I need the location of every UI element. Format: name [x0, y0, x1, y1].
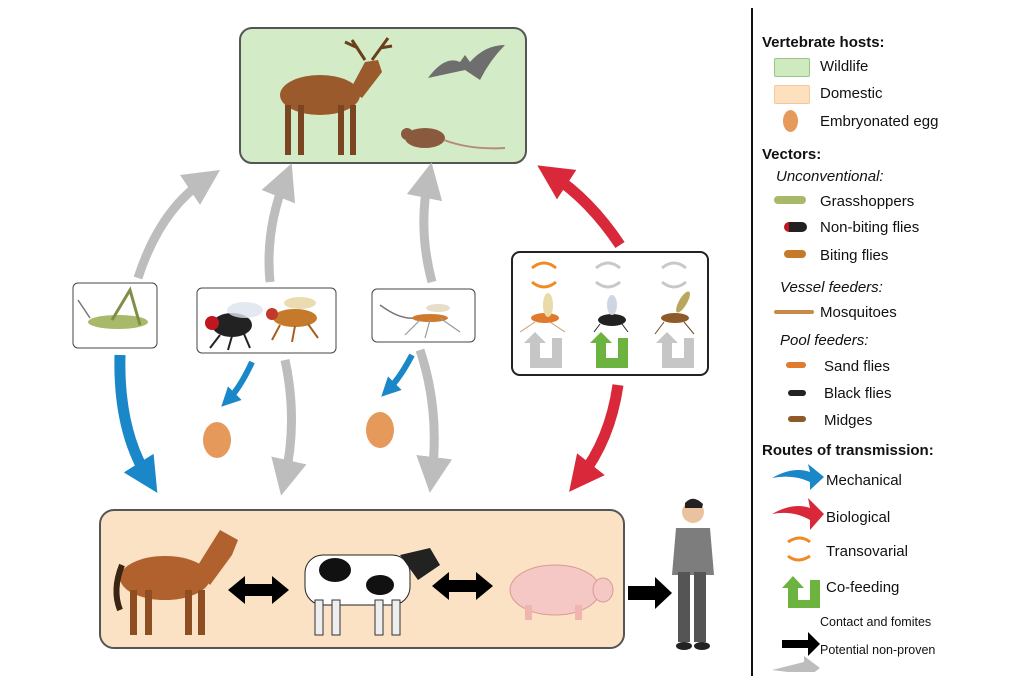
pig-icon [509, 564, 614, 620]
egg-icon [203, 422, 231, 458]
contact-arrow-cow-pig [432, 572, 493, 600]
sand-fly-icon [786, 362, 806, 368]
potential-arrow-icon [772, 656, 820, 672]
legend-heading-routes: Routes of transmission: [762, 442, 934, 459]
grasshopper-box [72, 282, 158, 349]
biting-fly-icon [266, 297, 319, 343]
sand-fly-icon [519, 293, 566, 333]
legend-co-feeding: Co-feeding [826, 579, 900, 596]
biological-arrow-to-domestic [569, 384, 624, 492]
legend-vessel-feeders: Vessel feeders: [780, 279, 883, 296]
mosquito-icon [774, 310, 814, 314]
co-feeding-icon [590, 332, 628, 368]
potential-arrow-grasshopper-to-wildlife [133, 170, 220, 280]
legend-grasshoppers: Grasshoppers [820, 193, 915, 210]
legend-divider [751, 8, 753, 676]
legend-sand-flies: Sand flies [824, 358, 890, 375]
grasshopper-icon [774, 196, 806, 204]
potential-arrow-mosquito-to-wildlife [406, 162, 443, 284]
contact-arrow-to-human [628, 577, 672, 609]
legend-heading-vectors: Vectors: [762, 146, 822, 163]
legend-domestic: Domestic [820, 85, 883, 102]
legend-heading-vertebrate-hosts: Vertebrate hosts: [762, 34, 885, 51]
deer-icon [280, 37, 393, 155]
legend-transovarial: Transovarial [826, 543, 908, 560]
biting-fly-icon [784, 250, 806, 258]
transovarial-icon [531, 261, 557, 289]
black-fly-icon [593, 295, 629, 333]
domestic-hosts-box [99, 509, 625, 649]
domestic-swatch [774, 85, 810, 104]
egg-icon [366, 412, 394, 448]
co-feeding-inactive-icon [656, 332, 694, 368]
non-biting-fly-icon [784, 222, 807, 232]
legend-midges: Midges [824, 412, 873, 429]
transovarial-icon [787, 536, 811, 562]
legend-pool-feeders: Pool feeders: [780, 332, 869, 349]
potential-arrow-flies-to-domestic [271, 359, 307, 496]
legend-biting-flies: Biting flies [820, 247, 889, 264]
legend-route-icons [772, 464, 824, 672]
contact-arrow-icon [782, 632, 820, 656]
legend-non-biting-flies: Non-biting flies [820, 219, 920, 236]
mechanical-arrow-grasshopper-to-domestic [114, 354, 158, 493]
legend-potential-non-proven: Potential non-proven [820, 643, 936, 657]
transovarial-inactive-icon [595, 261, 621, 289]
horse-icon [113, 530, 238, 635]
mosquito-box [371, 288, 476, 343]
mechanical-arrow-mosquito-to-egg [381, 353, 415, 397]
grasshopper-icon [77, 286, 148, 329]
mechanical-arrow-flies-to-egg [221, 360, 255, 407]
legend-mechanical: Mechanical [826, 472, 902, 489]
legend-biological: Biological [826, 509, 891, 526]
potential-arrow-mosquito-to-domestic [415, 348, 453, 493]
bat-icon [428, 45, 505, 80]
legend-unconventional: Unconventional: [776, 168, 884, 185]
pool-feeders-box [511, 251, 709, 376]
legend-black-flies: Black flies [824, 385, 892, 402]
contact-arrow-horse-cow [228, 576, 289, 604]
mechanical-arrow-icon [772, 464, 824, 490]
human-icon [672, 498, 714, 650]
wildlife-hosts-box [239, 27, 527, 164]
midge-icon [654, 291, 695, 335]
flies-box [196, 287, 337, 354]
co-feeding-inactive-icon [524, 332, 562, 368]
midge-icon [788, 416, 806, 422]
egg-icon [783, 110, 798, 132]
biological-arrow-icon [772, 498, 824, 530]
rat-icon [401, 128, 506, 150]
potential-arrow-flies-to-wildlife [261, 163, 296, 283]
legend-mosquitoes: Mosquitoes [820, 304, 897, 321]
legend-contact-fomites: Contact and fomites [820, 615, 932, 629]
legend-wildlife: Wildlife [820, 58, 869, 75]
non-biting-fly-icon [205, 302, 263, 351]
black-fly-icon [788, 390, 806, 396]
mosquito-icon [379, 304, 461, 339]
co-feeding-icon [782, 576, 820, 608]
transovarial-inactive-icon [661, 261, 687, 289]
wildlife-swatch [774, 58, 810, 77]
legend-egg: Embryonated egg [820, 113, 939, 130]
biological-arrow-to-wildlife [537, 165, 625, 249]
cow-icon [304, 548, 440, 636]
